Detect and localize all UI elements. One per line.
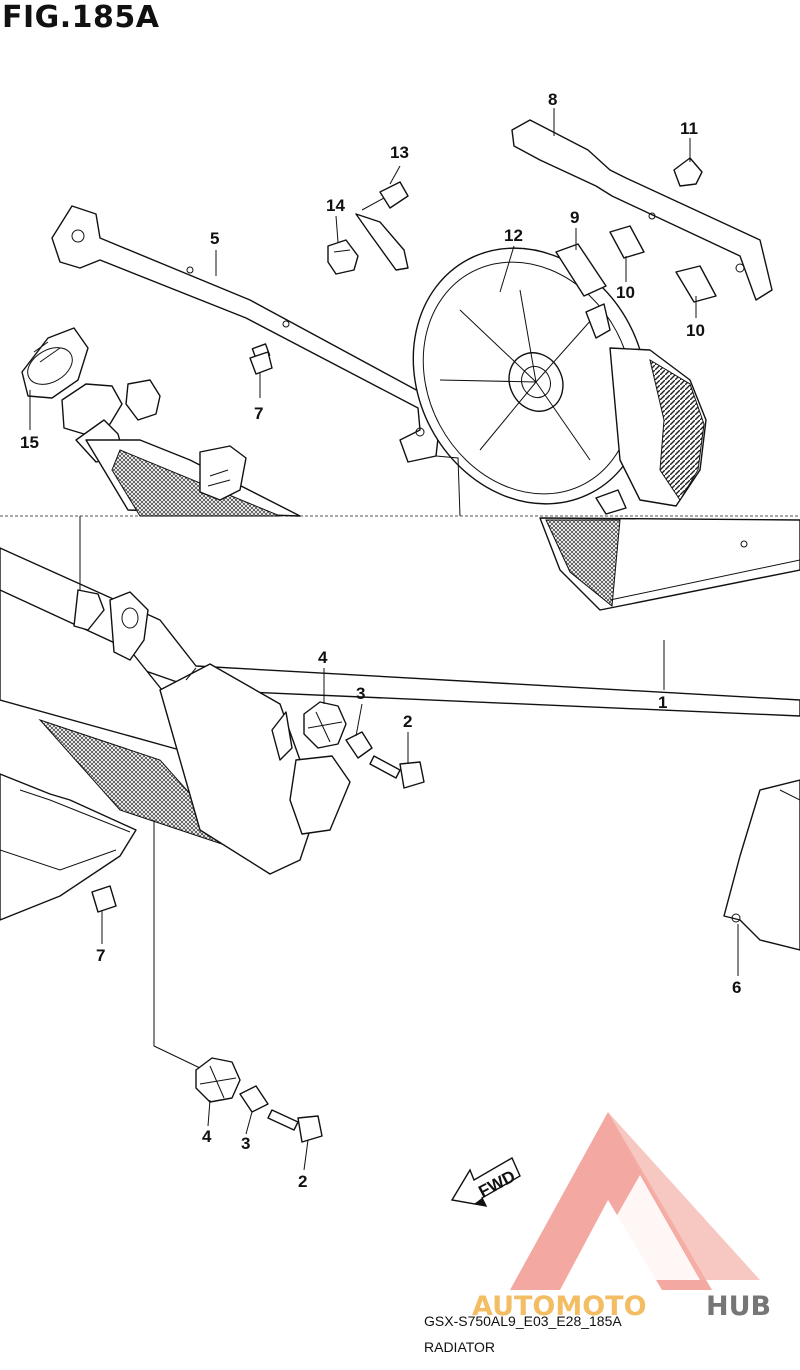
bolt-part-2-top: [369, 755, 425, 789]
callout-10-b: 10: [686, 321, 705, 340]
callout-leaders: [29, 108, 739, 1171]
foam-pad-part-10-b: [675, 265, 717, 303]
bracket-part-5: [51, 205, 441, 463]
callout-5: 5: [210, 229, 219, 248]
push-clip-part-11: [673, 157, 703, 187]
watermark-brand-left: AUTOMOTO: [472, 1291, 647, 1322]
collar-part-3-bottom: [239, 1085, 269, 1113]
grommet-part-4-bottom: [195, 1057, 241, 1103]
radiator-cap-part-15: [21, 327, 89, 399]
clip-nut-part-14: [327, 239, 359, 275]
callout-3-bottom: 3: [241, 1134, 250, 1153]
lower-shroud: [0, 773, 137, 921]
cooling-fan-part-12: [355, 213, 707, 515]
callout-3-top: 3: [356, 684, 365, 703]
watermark-logo: [510, 1112, 760, 1290]
grommet-part-4-top: [303, 701, 347, 749]
radiator-side-tank: [159, 663, 351, 875]
callout-6: 6: [732, 978, 741, 997]
callout-labels: 1 2 2 3 3 4 4 5 6 7 7 8 9 10 10 11 12 13…: [20, 90, 741, 1191]
screw-part-7-top: [249, 343, 273, 375]
lower-bracket-part-6: [723, 779, 800, 951]
bolt-part-2-bottom: [267, 1109, 323, 1143]
callout-4-top: 4: [318, 648, 328, 667]
callout-9: 9: [570, 208, 579, 227]
model-code-label: GSX-S750AL9_E03_E28_185A: [424, 1313, 622, 1329]
callout-13: 13: [390, 143, 409, 162]
radiator-upper-mount: [73, 589, 149, 661]
foam-pad-part-9: [555, 243, 607, 297]
collar-part-3-top: [345, 731, 373, 759]
callout-7-top: 7: [254, 404, 263, 423]
callout-2-top: 2: [403, 712, 412, 731]
callout-4-bottom: 4: [202, 1127, 212, 1146]
radiator-core-part-1: [0, 517, 800, 852]
callout-8: 8: [548, 90, 557, 109]
foam-pad-part-10-a: [609, 225, 645, 259]
watermark-brand-right: HUB: [706, 1291, 771, 1322]
callout-7-bottom: 7: [96, 946, 105, 965]
callout-1: 1: [658, 693, 667, 712]
callout-14: 14: [326, 196, 345, 215]
screw-part-7-bottom: [91, 885, 117, 913]
fwd-arrow-icon: FWD: [450, 1157, 521, 1207]
section-name-label: RADIATOR: [424, 1339, 496, 1355]
bolt-part-13: [361, 181, 409, 211]
callout-15: 15: [20, 433, 39, 452]
figure-title: FIG.185A: [2, 0, 160, 35]
callout-10-a: 10: [616, 283, 635, 302]
fan-bracket-part-8: [511, 119, 773, 301]
callout-11: 11: [680, 119, 698, 138]
radiator-top-section: [61, 379, 301, 517]
callout-2-bottom: 2: [298, 1172, 307, 1191]
watermark-brand-text: AUTOMOTO HUB: [472, 1291, 771, 1322]
callout-12: 12: [504, 226, 523, 245]
